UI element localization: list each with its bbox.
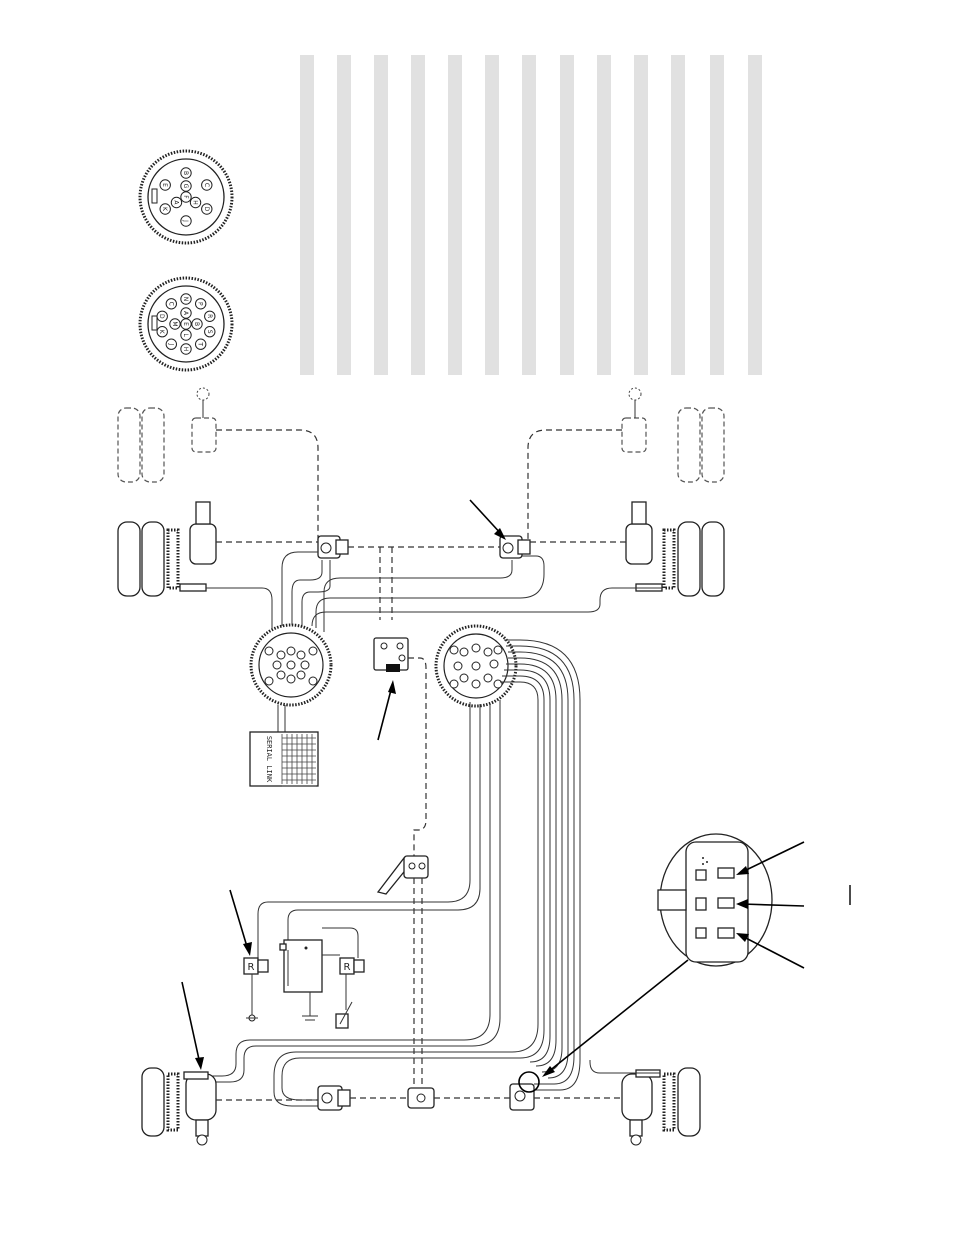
connector-face-a: F G H A B C D J K E (138, 149, 234, 245)
connector-pin-label: L (182, 333, 189, 337)
relay-right: R (322, 927, 365, 1029)
connector-pin-label: R (206, 314, 213, 318)
lower-control-section: R R (243, 855, 429, 1090)
callout-arrows (181, 499, 805, 1077)
middle-harness (206, 547, 662, 640)
connector-pin (191, 318, 203, 330)
connector-pin (170, 196, 183, 209)
connector-pin (194, 338, 207, 350)
ecu-connector-right (434, 624, 518, 708)
connector-pin-label: B (182, 171, 189, 175)
connector-pin-label: C (167, 302, 174, 306)
control-module (279, 939, 323, 1021)
connector-pin-label: P (197, 302, 204, 306)
modulator-valve-left (317, 535, 349, 559)
redaction-stripes (300, 55, 762, 375)
connector-pin (180, 307, 192, 319)
connector-pin (189, 196, 202, 209)
ecu-connector-left (249, 623, 333, 707)
modulator-valve-right (499, 535, 531, 559)
connector-pin-label: M (171, 321, 178, 326)
connector-pin (204, 310, 216, 322)
connector-pin (201, 179, 213, 191)
connector-pin-label: E (161, 183, 168, 187)
svg-text:R: R (344, 962, 351, 973)
connector-pin-label: F (182, 195, 189, 199)
connector-pin-label: N (182, 297, 189, 302)
connector-pin-label: C (203, 183, 210, 187)
connector-pin (180, 180, 192, 192)
connector-face-b: E A B L M N P R S T H J K D C (138, 276, 234, 372)
serial-link: SERIAL LINK (249, 705, 319, 787)
connector-pin-label: T (197, 341, 204, 346)
connector-pin-label: G (182, 184, 189, 189)
connector-pin (180, 191, 192, 203)
connector-pin (159, 203, 171, 215)
connector-pin-label: E (182, 322, 189, 326)
rear-axle-dashed-wheels (117, 387, 725, 540)
center-relay-valve (373, 637, 427, 856)
connector-pin-label: K (161, 207, 168, 212)
connector-pin (204, 326, 216, 338)
connector-pin (156, 326, 168, 338)
modulator-connector-inset (657, 833, 851, 967)
connector-pin-label: S (206, 330, 213, 334)
front-modulator-valve-right (509, 1071, 540, 1111)
connector-pin-label: K (158, 330, 165, 335)
relay-left: R (243, 957, 269, 1022)
serial-link-label: SERIAL LINK (265, 736, 273, 783)
connector-pin-label: B (193, 322, 200, 326)
connector-pin-label: D (158, 314, 165, 319)
connector-pin (180, 215, 192, 227)
connector-pin (194, 298, 207, 310)
connector-pin (180, 293, 192, 305)
connector-pin (169, 318, 181, 330)
front-axle (141, 1060, 701, 1146)
connector-pin-label: H (192, 200, 199, 205)
connector-pin (165, 298, 178, 310)
connector-pin (180, 329, 192, 341)
connector-pin (156, 310, 168, 322)
connector-pin (201, 203, 213, 215)
connector-pin-label: D (203, 207, 210, 212)
connector-pin-label: A (172, 200, 179, 205)
connector-pin-label: J (167, 342, 174, 345)
right-harness (208, 639, 581, 1107)
connector-pin (180, 343, 192, 355)
connector-pin-label: J (182, 219, 189, 222)
connector-pin-label: H (182, 347, 189, 352)
connector-pin (180, 167, 192, 179)
connector-pin (180, 318, 192, 330)
svg-text:R: R (248, 962, 255, 973)
quick-release-valve (407, 1087, 435, 1109)
foot-valve (376, 855, 429, 1090)
connector-pin (159, 179, 171, 191)
middle-axle-wheels (117, 501, 725, 597)
connector-pin-label: A (182, 311, 189, 316)
front-modulator-valve-left (317, 1085, 351, 1111)
connector-pin (165, 338, 178, 350)
